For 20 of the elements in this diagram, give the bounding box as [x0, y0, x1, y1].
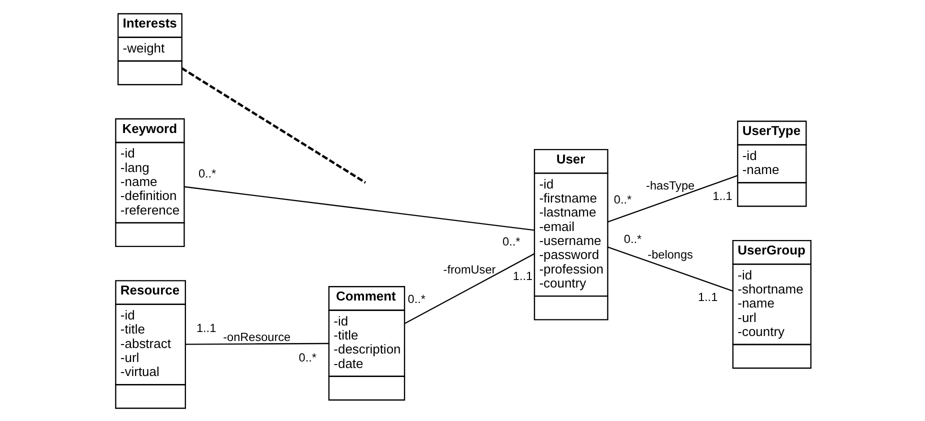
label: 1..1 [512, 268, 532, 282]
label: 0..* [198, 166, 216, 180]
connector [180, 66, 366, 184]
edge-label: -onResource [222, 329, 290, 344]
connector [184, 342, 328, 344]
label: 0..* [613, 192, 632, 206]
label: 1..1 [196, 320, 216, 335]
connector [607, 246, 733, 292]
connector [607, 174, 738, 222]
edge-label: -fromUser [442, 262, 496, 276]
edge-label: -belongs [647, 246, 692, 261]
label: 0..* [502, 234, 520, 248]
label: 0..* [623, 232, 642, 246]
label: 0..* [298, 350, 316, 364]
label: 1..1 [697, 289, 718, 304]
label: 1..1 [712, 188, 732, 202]
label: 0..* [407, 292, 426, 306]
connector [404, 252, 534, 324]
connector [184, 186, 534, 230]
edge-label: -hasType [646, 178, 694, 192]
